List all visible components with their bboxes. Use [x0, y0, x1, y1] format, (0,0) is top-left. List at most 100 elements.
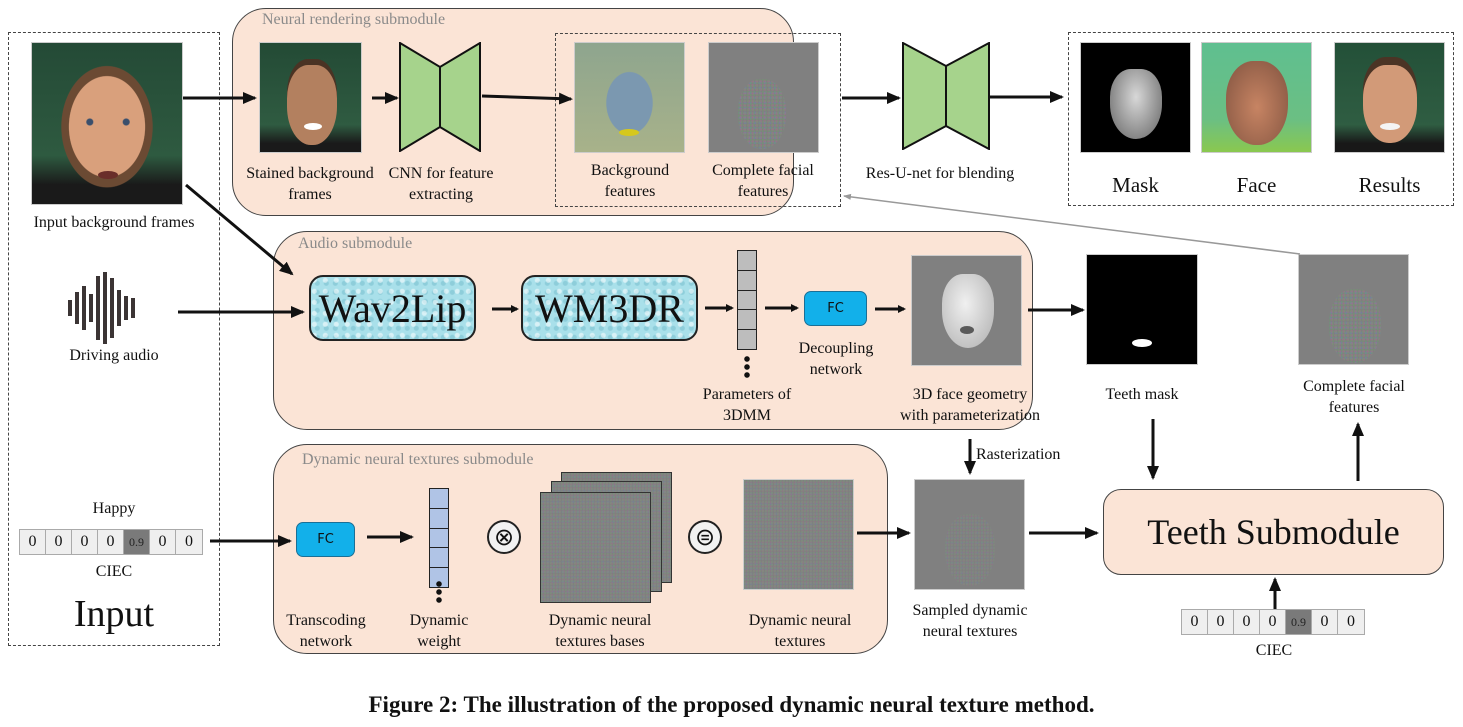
input-title: Input [73, 593, 155, 635]
ciec-cell: 0 [1338, 610, 1364, 634]
wav2lip-box: Wav2Lip [309, 275, 476, 341]
dynamic-weight-vector [429, 488, 449, 588]
figure-caption: Figure 2: The illustration of the propos… [368, 692, 1095, 717]
ciec-cell: 0 [1260, 610, 1286, 634]
teeth-submodule-box: Teeth Submodule [1103, 489, 1444, 575]
facial-noise-region [738, 79, 786, 149]
decoupling-label-1: Decoupling [798, 340, 874, 357]
face-image [1201, 42, 1312, 153]
background-features-image [574, 42, 685, 153]
complete-facial-features-right-image [1298, 254, 1409, 365]
stained-label-2: frames [288, 186, 332, 203]
ciec-cell: 0 [1234, 610, 1260, 634]
stained-label-1: Stained background [246, 165, 374, 182]
input-ciec-label: CIEC [95, 563, 133, 580]
ciec-cell: 0 [98, 530, 124, 554]
face-label: Face [1236, 173, 1277, 197]
ciec-cell: 0 [150, 530, 176, 554]
driving-audio-label: Driving audio [69, 347, 159, 364]
3dmm-ellipsis-icon [744, 355, 750, 379]
sampled-label-2: neural textures [922, 623, 1018, 640]
sampled-textures-image [914, 479, 1025, 590]
geometry-label-2: with parameterization [900, 407, 1040, 424]
dynamic-weight-label-1: Dynamic [409, 612, 469, 629]
sampled-label-1: Sampled dynamic [912, 602, 1028, 619]
face-mouth [98, 171, 118, 179]
wav2lip-label: Wav2Lip [318, 285, 467, 331]
3dmm-label-2: 3DMM [722, 407, 771, 424]
cnn-label-2: extracting [409, 186, 473, 203]
wm3dr-label: WM3DR [535, 285, 684, 331]
ciec-cell: 0 [1208, 610, 1234, 634]
dynamic-textures-title: Dynamic neural textures submodule [302, 451, 534, 468]
ciec-cell: 0 [72, 530, 98, 554]
ciec-cell: 0.9 [1286, 610, 1312, 634]
input-background-frame-image [31, 42, 183, 205]
bg-features-mouth [619, 129, 639, 136]
3dmm-label-1: Parameters of [702, 386, 792, 403]
audio-waveform-icon [68, 272, 158, 344]
results-label: Results [1358, 173, 1421, 197]
dynamic-textures-image [743, 479, 854, 590]
face-eyes [82, 118, 134, 126]
weight-ellipsis-icon [436, 580, 442, 604]
decoupling-fc-block: FC [804, 291, 867, 326]
3d-face-mesh [942, 274, 994, 348]
stained-face-region [287, 65, 337, 145]
teeth-mask-label: Teeth mask [1105, 386, 1179, 403]
sampled-face-region [945, 514, 995, 586]
complete-facial-features-image [708, 42, 819, 153]
stained-teeth-region [304, 123, 322, 130]
bases-label-1: Dynamic neural [548, 612, 652, 629]
transcoding-fc-label: FC [317, 532, 334, 547]
complete-features-right-label-2: features [1328, 399, 1380, 416]
decoupling-label-2: network [809, 361, 863, 378]
dynamic-textures-label-2: textures [774, 633, 826, 650]
teeth-mask-region [1132, 339, 1152, 347]
background-features-label-1: Background [590, 162, 670, 179]
ciec-cell: 0 [1182, 610, 1208, 634]
mask-face-region [1110, 69, 1162, 139]
ciec-cell: 0 [176, 530, 202, 554]
face-render-region [1226, 61, 1288, 145]
texture-basis-front [540, 492, 651, 603]
decoupling-fc-label: FC [827, 301, 844, 316]
geometry-label-1: 3D face geometry [912, 386, 1028, 403]
stained-background-image [259, 42, 362, 153]
right-facial-noise-region [1329, 289, 1381, 363]
res-unet-icon [902, 41, 990, 151]
equals-operator-icon: ⊜ [688, 520, 722, 554]
input-background-frames-label: Input background frames [33, 214, 195, 231]
background-features-label-2: features [604, 183, 656, 200]
input-panel [8, 32, 220, 646]
gray-link-features-to-group [843, 193, 1301, 255]
ciec-cell: 0 [1312, 610, 1338, 634]
cnn-label-1: CNN for feature [388, 165, 494, 182]
res-unet-label: Res-U-net for blending [865, 165, 1015, 182]
mask-image [1080, 42, 1191, 153]
complete-features-right-label-1: Complete facial [1303, 378, 1405, 395]
emotion-label: Happy [92, 500, 136, 517]
wm3dr-box: WM3DR [521, 275, 698, 341]
transcoding-fc-block: FC [296, 522, 355, 557]
ciec-cell: 0 [20, 530, 46, 554]
arrow-cnn-to-features [481, 92, 573, 105]
results-image [1334, 42, 1445, 153]
transcoding-label-1: Transcoding [286, 612, 366, 629]
features-group [555, 33, 841, 207]
cnn-feature-extractor-icon [399, 41, 481, 153]
arrow-frames-to-wav2lip [185, 183, 294, 276]
audio-title: Audio submodule [298, 235, 413, 252]
complete-facial-features-label-1: Complete facial [712, 162, 814, 179]
ciec-cell: 0 [46, 530, 72, 554]
teeth-ciec-label: CIEC [1255, 642, 1293, 659]
3dmm-parameter-vector [737, 250, 757, 350]
complete-facial-features-label-2: features [737, 183, 789, 200]
results-face-region [1363, 65, 1417, 143]
multiply-operator-icon: ⊗ [487, 520, 521, 554]
equals-symbol: ⊜ [694, 523, 716, 551]
rasterization-label: Rasterization [976, 446, 1061, 463]
